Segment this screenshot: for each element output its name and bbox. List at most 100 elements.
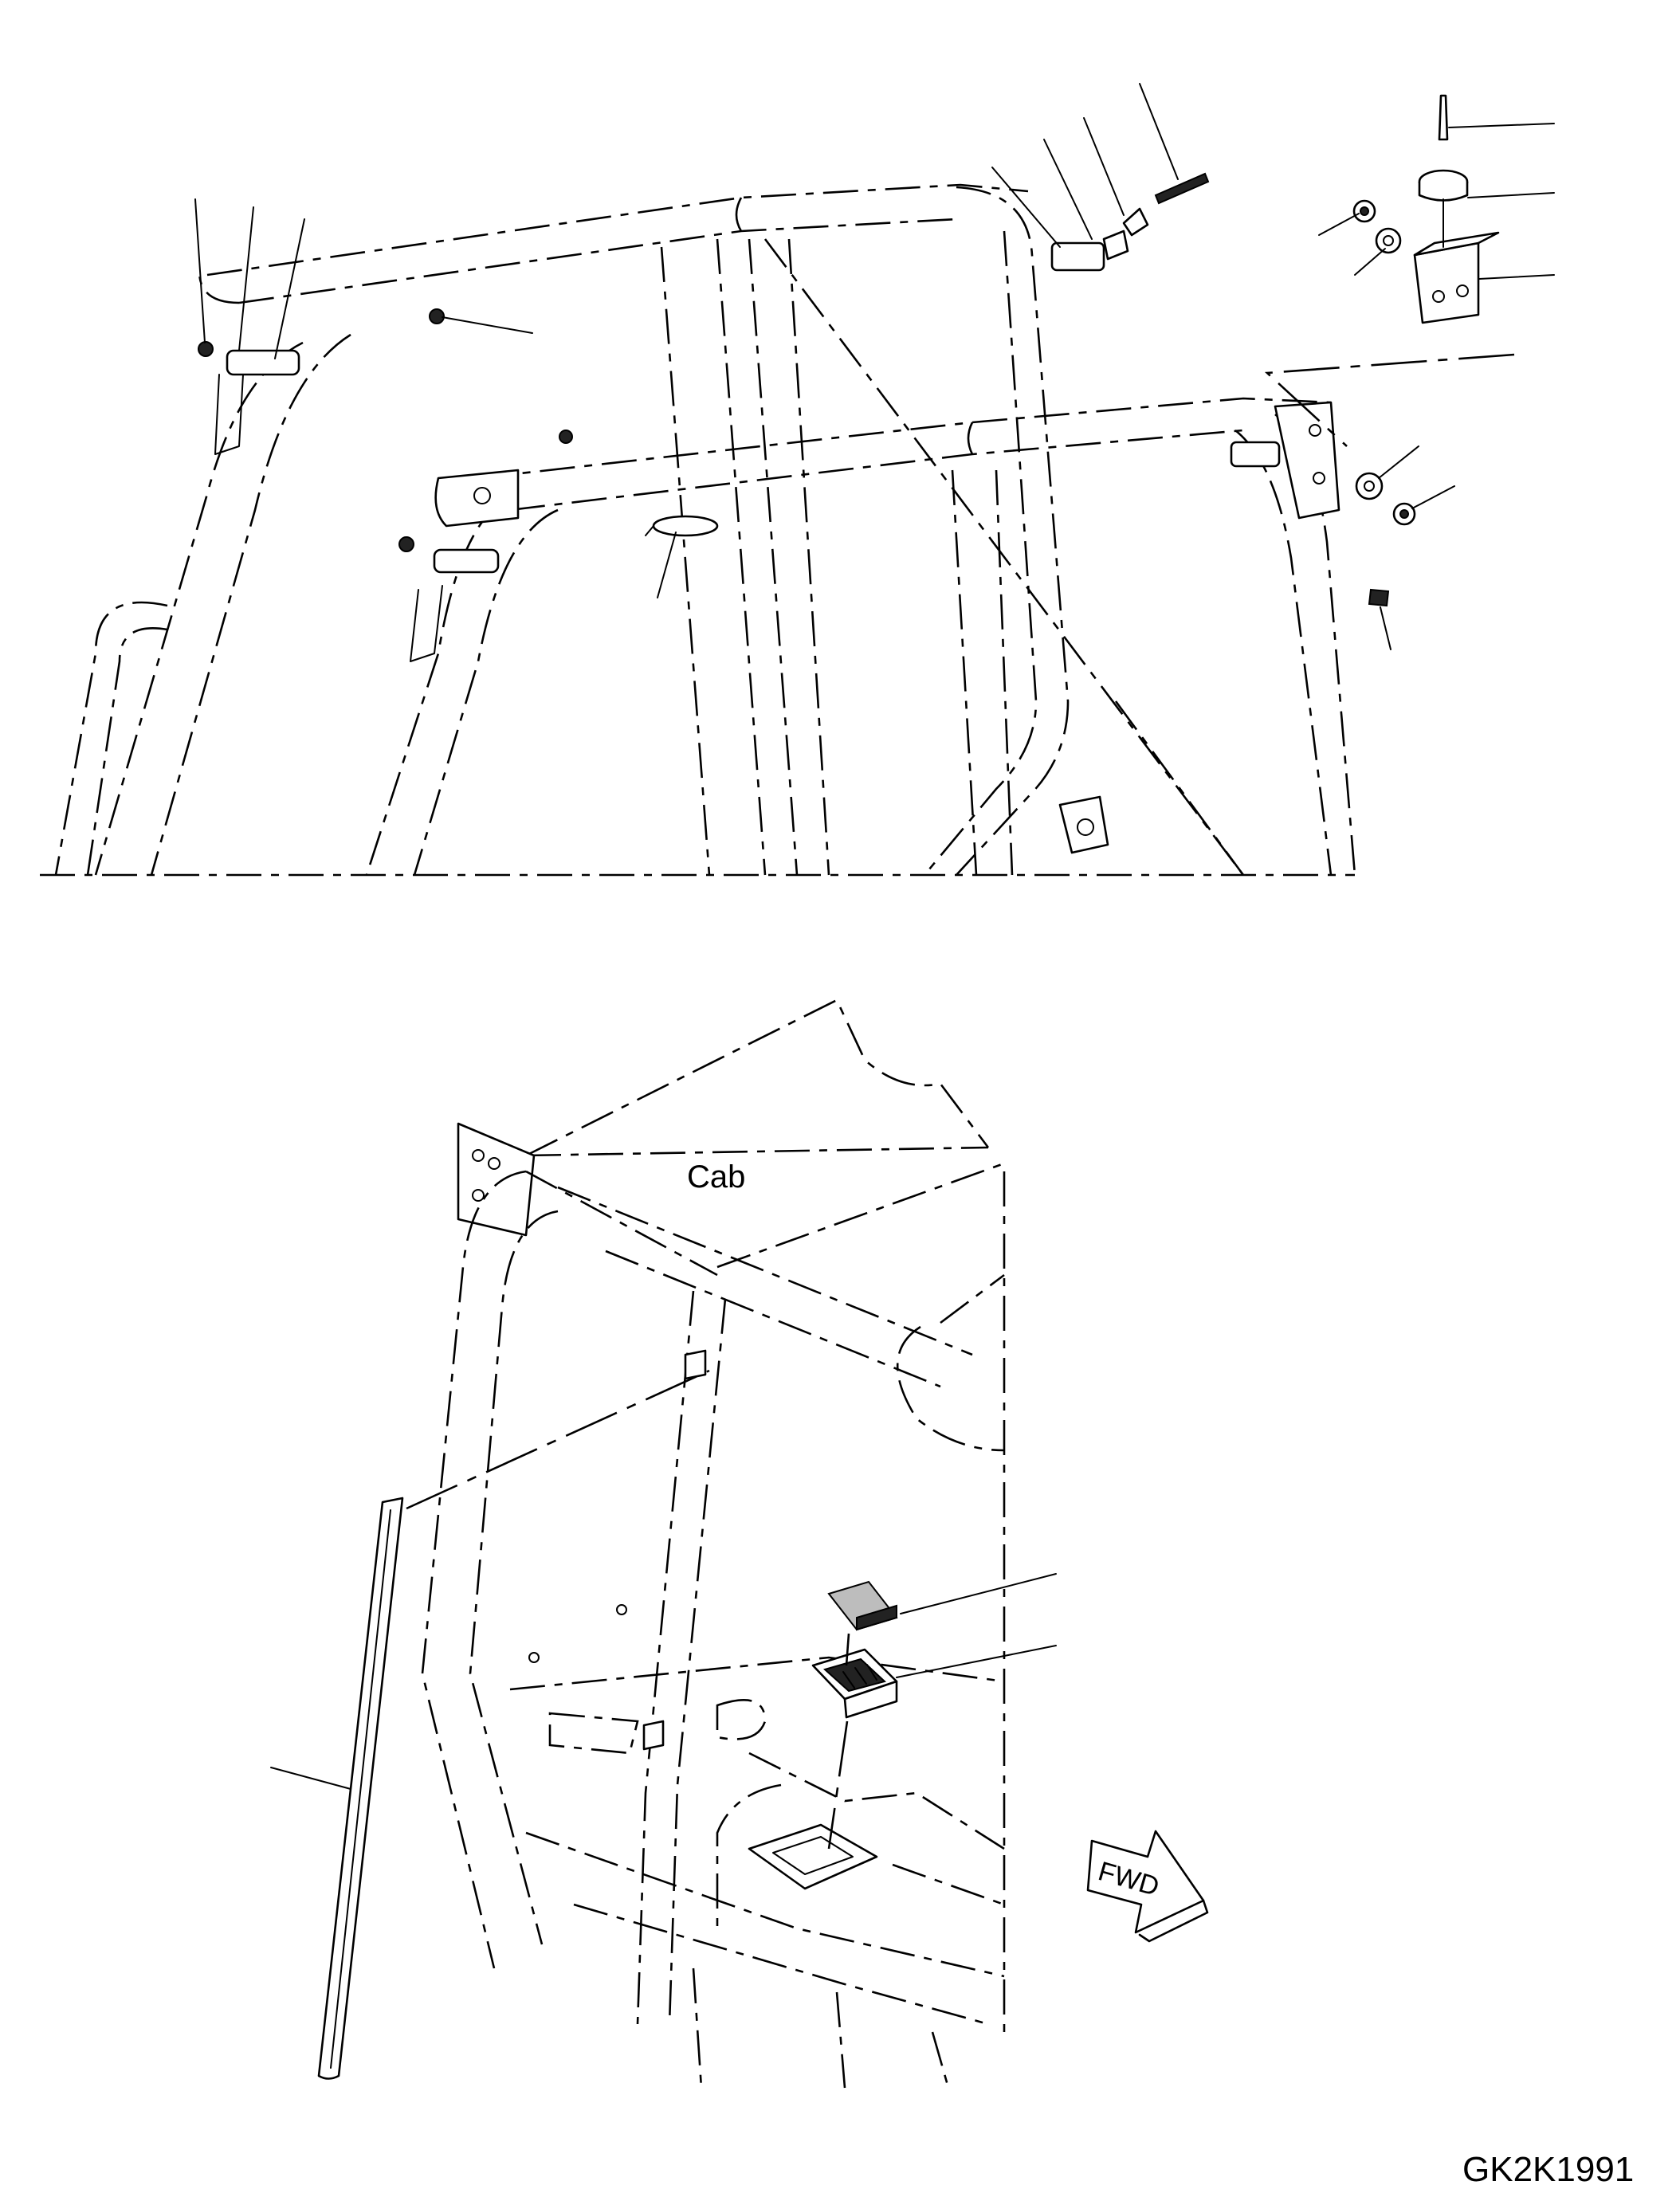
right-front-pillar-outer	[1234, 429, 1333, 876]
left-rear-corner	[198, 270, 240, 304]
roof-edge-mid	[716, 1162, 1005, 1269]
fwd-arrow-shape	[1086, 1830, 1205, 1934]
leader-line	[1139, 83, 1179, 180]
center-post-a-right	[716, 238, 767, 876]
center-pillar-left	[636, 1290, 695, 2025]
bracket-hole	[1432, 290, 1445, 303]
leader-line	[1043, 139, 1093, 240]
center-post-b-left	[748, 238, 799, 876]
lower-post	[692, 1967, 703, 2089]
leader-line	[442, 316, 533, 334]
center-post-a-left	[660, 246, 711, 876]
leader-lines-upper	[194, 83, 1555, 650]
bracket-hole	[1456, 284, 1469, 297]
roof-seam	[525, 1146, 989, 1157]
grab-handle-left	[54, 601, 168, 876]
plate-hole	[472, 1149, 485, 1162]
switch-phantom-line-1	[845, 1633, 850, 1666]
roof-bolt	[429, 308, 445, 324]
center-post-b-right	[787, 238, 830, 876]
antenna-rod	[1438, 94, 1449, 141]
grab-handle-left-inner	[86, 627, 168, 876]
roof-rail-rear-lower	[238, 218, 957, 304]
rail-bolt	[559, 430, 573, 444]
leader-line	[657, 532, 677, 598]
switch-panel-slots	[842, 1664, 877, 1689]
washer-antenna	[1375, 227, 1402, 254]
drawing-code: GK2K1991	[1462, 2150, 1634, 2189]
washer-right	[1355, 472, 1384, 500]
leader-line	[194, 198, 206, 343]
spring-part	[1368, 588, 1390, 607]
leader-line	[1378, 445, 1419, 479]
nut-hole	[1399, 509, 1409, 519]
front-mount-plate-right	[1274, 401, 1340, 520]
switch-panel-grille	[822, 1658, 887, 1693]
switch-phantom-line-2	[827, 1720, 849, 1850]
antenna-bracket	[1413, 241, 1480, 324]
roof-rail-front	[477, 397, 1332, 480]
leader-line	[1318, 213, 1360, 236]
plate-hole	[488, 1157, 500, 1170]
console-curve	[716, 1783, 782, 1928]
console-side	[892, 1863, 1005, 1906]
plate-hole	[1309, 424, 1321, 437]
lower-console-line	[525, 1831, 1005, 1978]
leader-line	[991, 167, 1061, 248]
left-front-pillar-inner	[413, 508, 559, 876]
front-mount-plate-left	[434, 469, 520, 528]
leader-line	[1448, 123, 1555, 128]
console-top	[748, 1752, 1005, 1850]
lower-brace	[1114, 700, 1245, 876]
nut-hole	[1360, 206, 1369, 216]
plate-hole	[1313, 472, 1325, 485]
lower-bracket	[1058, 795, 1109, 854]
leader-line	[1411, 485, 1455, 509]
floor-knob	[716, 1699, 767, 1740]
roof-edge-front	[940, 1273, 1005, 1324]
header-rail	[525, 1170, 718, 1277]
roof-rail-front-lower	[509, 429, 1244, 512]
lower-cab-interior-view: FWD Cab	[270, 998, 1209, 2089]
washer-hole	[1364, 481, 1375, 492]
leader-line	[1354, 248, 1386, 276]
pin	[1154, 172, 1210, 205]
switch-mount-area	[748, 1823, 878, 1890]
fwd-arrow: FWD	[1086, 1830, 1209, 1943]
clamp-upper-left	[226, 349, 300, 376]
switch-mount-inner	[772, 1836, 854, 1875]
mid-post-left	[951, 469, 978, 876]
roof-long-1	[557, 1186, 973, 1356]
clamp-bolt-lower-left	[398, 536, 414, 552]
washer-hole	[1383, 235, 1394, 246]
floor-line	[509, 1656, 1005, 1691]
cab-label: Cab	[687, 1159, 745, 1195]
leader-line	[1478, 274, 1555, 280]
switch-cover-edge	[856, 1604, 897, 1631]
strip-phantom-line	[406, 1369, 710, 1510]
leader-line	[900, 1573, 1057, 1614]
leader-line	[1380, 606, 1391, 650]
leader-lines-lower	[270, 1573, 1057, 1790]
roof-cutout	[896, 1325, 1005, 1452]
pillar-inner	[469, 1210, 559, 1945]
clamp-lower-left	[433, 548, 500, 574]
pillar-outer	[421, 1170, 527, 1969]
left-rear-pillar-outer	[94, 341, 304, 876]
plate-hole	[472, 1189, 485, 1202]
leader-line	[270, 1767, 351, 1790]
dome-light-edge	[645, 525, 654, 536]
fwd-arrow-depth	[1138, 1899, 1209, 1943]
cab-mount-plate	[457, 1122, 536, 1237]
antenna-bracket-top	[1413, 231, 1500, 257]
leader-line	[896, 1645, 1057, 1678]
antenna-assembly	[1413, 94, 1500, 324]
plate-hole	[473, 487, 491, 504]
left-rear-pillar-inner	[150, 333, 351, 876]
pillar-hole	[616, 1604, 627, 1615]
switch-panel-side	[843, 1680, 898, 1719]
clamp-front-right	[1230, 441, 1281, 468]
pillar-hole	[528, 1652, 540, 1663]
